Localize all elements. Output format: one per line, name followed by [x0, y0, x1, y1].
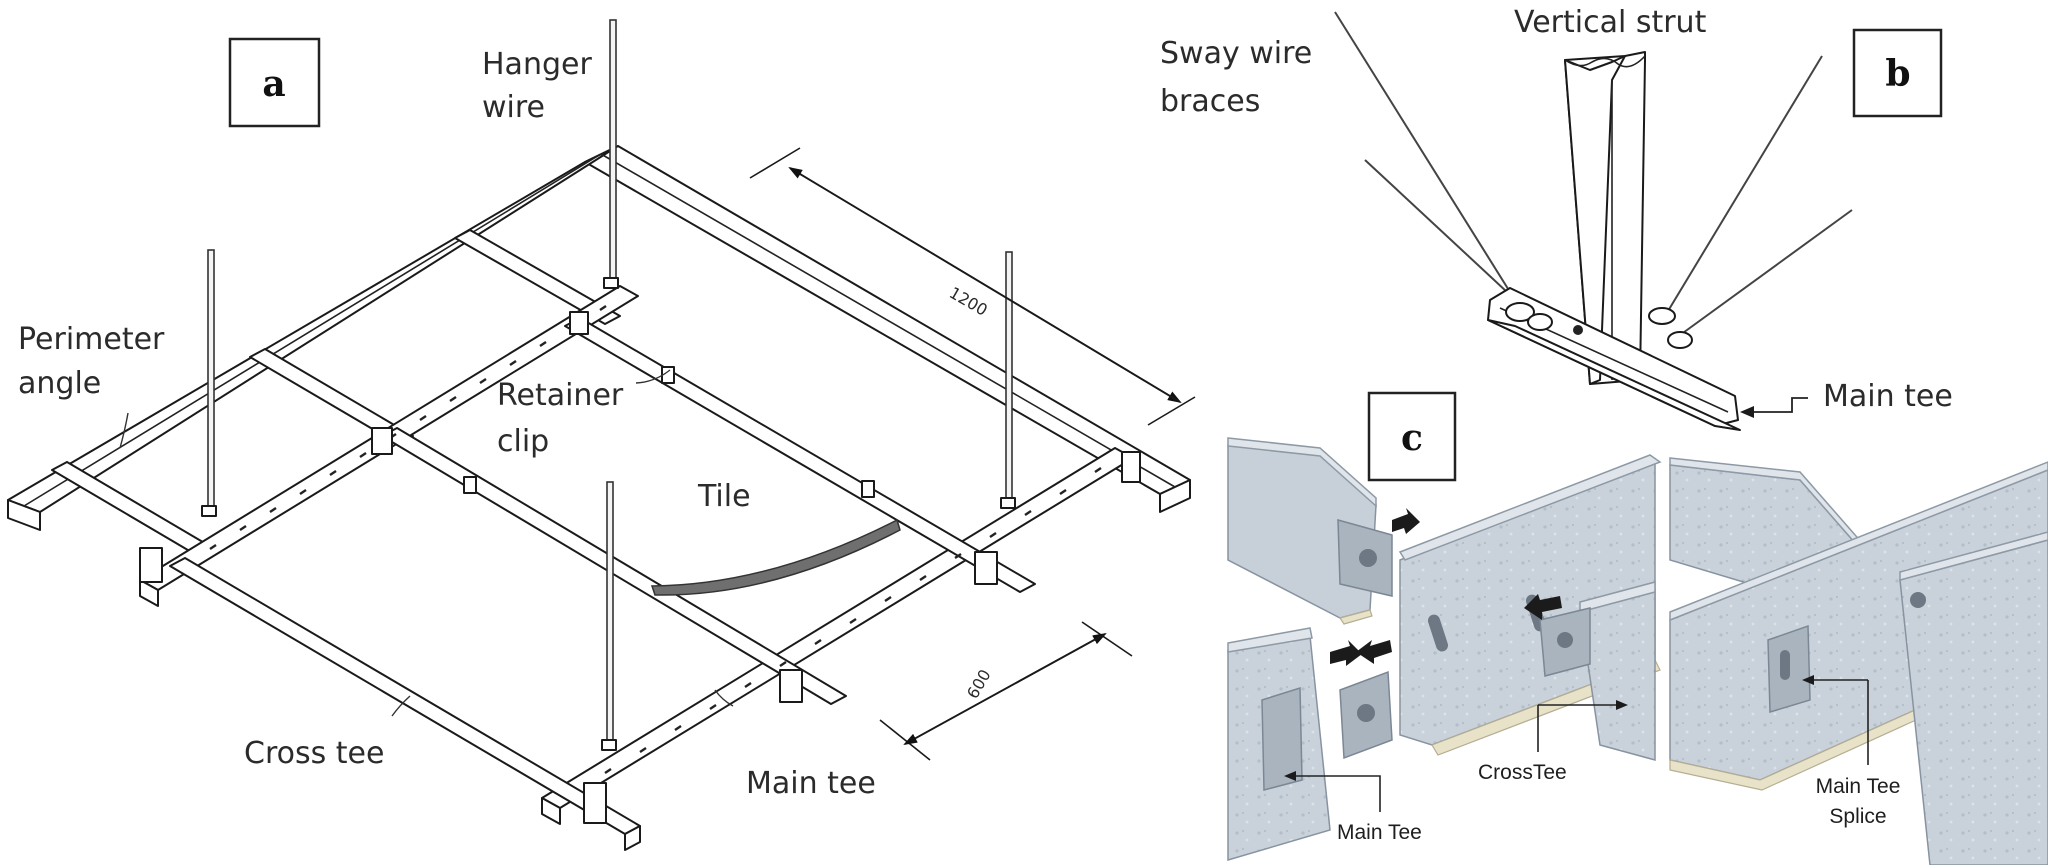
panel-c-tag-box: [1367, 391, 1457, 482]
sway-wire-braces-label-line2: braces: [1160, 84, 1260, 119]
lower-cross-tees: [169, 317, 1036, 851]
panel-a-tag: a: [262, 63, 285, 105]
panel-c-leaders: [1284, 700, 1628, 812]
tile-label: Tile: [697, 479, 751, 514]
panel-b: b Vertical strut Sway wire braces Main t…: [1160, 5, 1953, 431]
splice-label-line2: Splice: [1829, 805, 1886, 828]
panel-c-assembled-view: Main Tee Splice: [1669, 457, 2048, 865]
dimension-1200-label: 1200: [946, 283, 991, 320]
panel-c: Main Tee CrossTee Main Tee Splice c: [1227, 391, 2048, 865]
hanger-wire-label-line1: Hanger: [482, 47, 592, 82]
panel-b-main-tee-leader: [1740, 397, 1808, 418]
retainer-clip-label-line2: clip: [497, 424, 549, 459]
retainer-clip-label-line1: Retainer: [497, 378, 624, 413]
vertical-strut-label: Vertical strut: [1514, 5, 1707, 40]
panel-b-tag-box: [1852, 28, 1943, 118]
hanger-wires: [201, 19, 1016, 751]
tee-connectors: [139, 311, 1141, 824]
perimeter-angle-label-line2: angle: [18, 366, 101, 401]
ceiling-tile: [650, 518, 901, 596]
main-tee-slots: [209, 305, 1102, 774]
panel-c-main-tee-label: Main Tee: [1337, 821, 1422, 844]
sway-wires: [1334, 11, 1853, 339]
panel-a: a Hanger wire Perimeter angle Retainer c…: [7, 19, 1196, 851]
panel-a-tag-box: [228, 37, 321, 128]
sway-wire-braces-label-line1: Sway wire: [1160, 36, 1312, 71]
panel-a-leaders: [119, 369, 734, 717]
cross-tee-label: Cross tee: [244, 736, 384, 771]
perimeter-angle-label-line1: Perimeter: [18, 322, 165, 357]
main-tee-label: Main tee: [746, 766, 876, 801]
upper-cross-tees: [51, 229, 621, 557]
splice-label-line1: Main Tee: [1816, 775, 1901, 798]
retainer-clips: [463, 366, 875, 498]
assembly-arrows: [1330, 508, 1562, 666]
panel-c-tag: c: [1401, 417, 1423, 459]
panel-b-main-tee-label: Main tee: [1823, 379, 1953, 414]
panel-b-tag: b: [1885, 53, 1910, 95]
vertical-strut: [1564, 51, 1646, 385]
dimension-lines: [749, 147, 1196, 761]
panel-c-exploded-view: Main Tee CrossTee: [1227, 437, 1662, 862]
brace-clips: [1505, 302, 1693, 349]
panel-c-cross-tee-label: CrossTee: [1478, 761, 1567, 784]
hanger-wire-label-line2: wire: [482, 90, 545, 125]
